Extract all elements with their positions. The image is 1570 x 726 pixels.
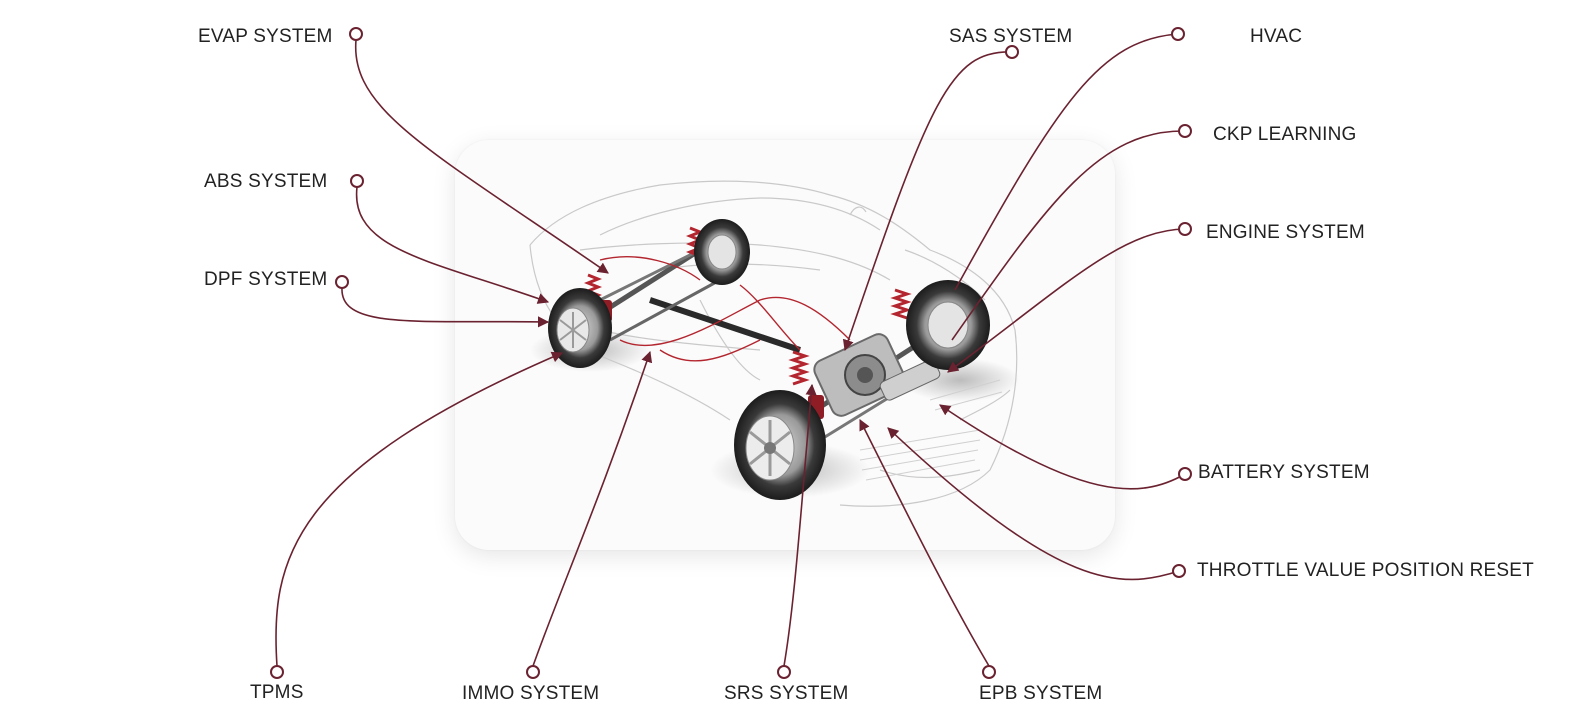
suspension-springs [583, 226, 912, 386]
callout-dots [270, 27, 1192, 679]
leader-battery [939, 404, 1186, 490]
wheel-rear-left [548, 288, 612, 368]
leader-abs [355, 186, 550, 304]
wheel-front-right [906, 280, 990, 370]
leader-evap [354, 39, 609, 274]
dot-engine [1178, 222, 1192, 236]
label-dpf: DPF SYSTEM [204, 269, 328, 290]
leader-ckp [951, 130, 1186, 341]
label-immo: IMMO SYSTEM [462, 683, 600, 704]
red-wiring [599, 256, 851, 362]
label-abs: ABS SYSTEM [204, 171, 328, 192]
label-epb: EPB SYSTEM [979, 683, 1103, 704]
label-sas: SAS SYSTEM [949, 26, 1073, 47]
dot-immo [526, 665, 540, 679]
leader-immo [532, 350, 653, 667]
label-tpms: TPMS [250, 682, 304, 703]
leader-hvac [954, 33, 1179, 291]
dot-abs [350, 174, 364, 188]
dot-tpms [270, 665, 284, 679]
driveshaft [649, 297, 801, 353]
label-ckp: CKP LEARNING [1213, 124, 1357, 145]
car-illustration [529, 180, 1020, 507]
leader-srs [783, 383, 817, 667]
dot-srs [777, 665, 791, 679]
dot-epb [982, 665, 996, 679]
label-hvac: HVAC [1250, 26, 1303, 47]
wheel-front-left [734, 390, 826, 500]
label-battery: BATTERY SYSTEM [1198, 462, 1370, 483]
label-engine: ENGINE SYSTEM [1206, 222, 1365, 243]
dot-sas [1005, 45, 1019, 59]
dot-evap [349, 27, 363, 41]
leader-lines [275, 33, 1186, 667]
dot-dpf [335, 275, 349, 289]
leader-dpf [341, 287, 550, 328]
label-evap: EVAP SYSTEM [198, 26, 333, 47]
label-srs: SRS SYSTEM [724, 683, 849, 704]
dot-hvac [1171, 27, 1185, 41]
label-throttle: THROTTLE VALUE POSITION RESET [1197, 560, 1534, 581]
wheel-rear-right [694, 219, 750, 285]
dot-ckp [1178, 124, 1192, 138]
leader-sas [842, 51, 1013, 352]
dot-battery [1178, 467, 1192, 481]
dot-throttle [1172, 564, 1186, 578]
leader-tpms [275, 351, 564, 667]
leader-engine [947, 228, 1186, 373]
leader-epb [859, 418, 990, 667]
leader-throttle [887, 427, 1180, 581]
